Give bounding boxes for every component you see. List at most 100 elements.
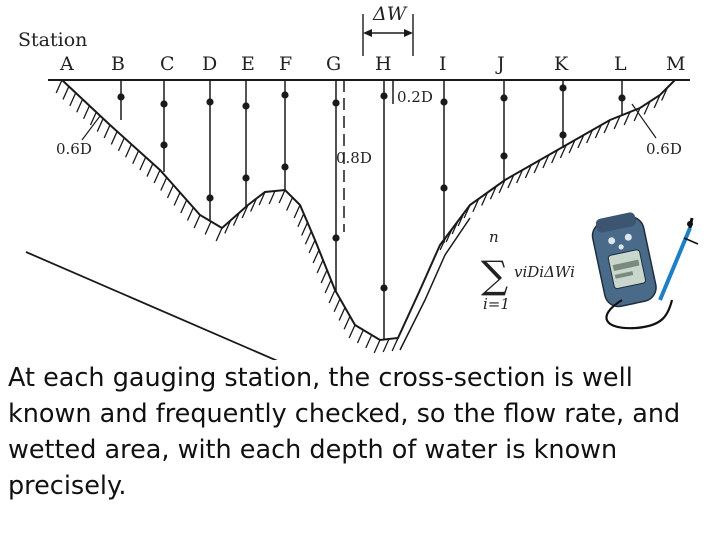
hatch-mark bbox=[329, 290, 335, 303]
formula-lower-limit: i=1 bbox=[483, 295, 510, 313]
hatch-mark bbox=[349, 325, 355, 338]
hatch-mark bbox=[279, 190, 285, 203]
hatch-mark bbox=[321, 270, 327, 283]
depth-label-mid: 0.8D bbox=[336, 149, 372, 167]
station-letter: B bbox=[111, 53, 125, 75]
measurement-point bbox=[618, 94, 625, 101]
station-letter: E bbox=[241, 53, 255, 75]
hatch-mark bbox=[118, 138, 124, 151]
hatch-mark bbox=[287, 198, 293, 211]
hatch-mark bbox=[357, 330, 363, 343]
hatch-mark bbox=[140, 157, 146, 170]
hatch-mark bbox=[334, 299, 340, 312]
hatch-mark bbox=[111, 131, 117, 144]
station-letter: I bbox=[439, 53, 447, 75]
river-cross-section-diagram: Station A B C D E F G H I J K L M ΔW bbox=[0, 0, 720, 360]
riverbed-hatching bbox=[56, 80, 667, 353]
hatch-mark bbox=[339, 308, 345, 321]
measurement-point bbox=[160, 141, 167, 148]
hatch-mark bbox=[70, 93, 76, 106]
riverbed-inner-line bbox=[400, 218, 470, 350]
hatch-mark bbox=[63, 86, 69, 99]
ground-line bbox=[26, 252, 280, 360]
measurement-point bbox=[559, 131, 566, 138]
hatch-mark bbox=[181, 200, 187, 213]
measurement-point bbox=[242, 102, 249, 109]
hatch-mark bbox=[313, 250, 319, 263]
hatch-mark bbox=[194, 215, 200, 228]
caption-text: At each gauging station, the cross-secti… bbox=[8, 360, 720, 504]
station-letters: A B C D E F G H I J K L M bbox=[59, 53, 685, 75]
hatch-mark bbox=[302, 223, 308, 236]
measurement-point bbox=[559, 84, 566, 91]
hatch-mark bbox=[216, 228, 222, 241]
hatch-mark bbox=[205, 222, 211, 235]
measurement-point bbox=[281, 91, 288, 98]
measurement-point bbox=[380, 284, 387, 291]
hatch-mark bbox=[154, 170, 160, 183]
station-letter: L bbox=[614, 53, 627, 75]
station-letter: C bbox=[160, 53, 175, 75]
hatch-mark bbox=[298, 214, 304, 227]
hatch-mark bbox=[294, 205, 300, 218]
hatch-mark bbox=[126, 144, 132, 157]
hatch-mark bbox=[90, 112, 96, 125]
hatch-mark bbox=[56, 80, 62, 93]
measurement-point bbox=[500, 152, 507, 159]
station-letter: K bbox=[554, 53, 569, 75]
measurement-point bbox=[206, 194, 213, 201]
measurement-point bbox=[440, 98, 447, 105]
delta-w-label: ΔW bbox=[372, 3, 408, 25]
hatch-mark bbox=[84, 106, 90, 119]
measurement-point bbox=[117, 93, 124, 100]
hatch-mark bbox=[366, 335, 372, 348]
depth-label-surface: 0.2D bbox=[397, 88, 433, 106]
hatch-mark bbox=[161, 178, 167, 191]
measurement-point bbox=[281, 163, 288, 170]
station-letter: G bbox=[326, 53, 341, 75]
flow-meter-icon bbox=[589, 210, 698, 328]
measurement-point bbox=[500, 94, 507, 101]
station-letter: H bbox=[375, 53, 392, 75]
formula-upper-limit: n bbox=[489, 228, 499, 246]
hatch-mark bbox=[167, 185, 173, 198]
measurement-points bbox=[117, 84, 625, 291]
measurement-point bbox=[440, 184, 447, 191]
station-letter: J bbox=[495, 53, 505, 75]
station-letter: M bbox=[666, 53, 685, 75]
hatch-mark bbox=[305, 231, 311, 244]
measurement-point bbox=[332, 99, 339, 106]
hatch-mark bbox=[97, 119, 103, 132]
measurement-point bbox=[242, 174, 249, 181]
station-letter: F bbox=[279, 53, 292, 75]
hatch-mark bbox=[317, 260, 323, 273]
leader-right bbox=[632, 104, 656, 138]
hatch-mark bbox=[344, 316, 350, 329]
measurement-point bbox=[160, 100, 167, 107]
hatch-mark bbox=[147, 164, 153, 177]
hatch-mark bbox=[187, 208, 193, 221]
delta-w-dimension: ΔW bbox=[363, 3, 413, 56]
measurement-point bbox=[380, 92, 387, 99]
hatch-mark bbox=[325, 280, 331, 293]
hatch-mark bbox=[269, 191, 275, 204]
hatch-mark bbox=[383, 339, 389, 352]
measurement-point bbox=[332, 234, 339, 241]
riverbed-profile bbox=[62, 80, 675, 340]
station-letter: D bbox=[202, 53, 217, 75]
station-label: Station bbox=[18, 29, 87, 51]
depth-label-left: 0.6D bbox=[56, 140, 92, 158]
measurement-point bbox=[206, 98, 213, 105]
formula-term: viDiΔWi bbox=[514, 263, 575, 281]
hatch-mark bbox=[309, 240, 315, 253]
hatch-mark bbox=[104, 125, 110, 138]
leader-left bbox=[82, 116, 100, 140]
hatch-mark bbox=[133, 151, 139, 164]
hatch-mark bbox=[174, 193, 180, 206]
station-letter: A bbox=[59, 53, 74, 75]
discharge-formula: n ∑ viDiΔWi i=1 bbox=[481, 228, 575, 313]
depth-label-right: 0.6D bbox=[646, 140, 682, 158]
hatch-mark bbox=[77, 99, 83, 112]
hatch-mark bbox=[374, 340, 380, 353]
